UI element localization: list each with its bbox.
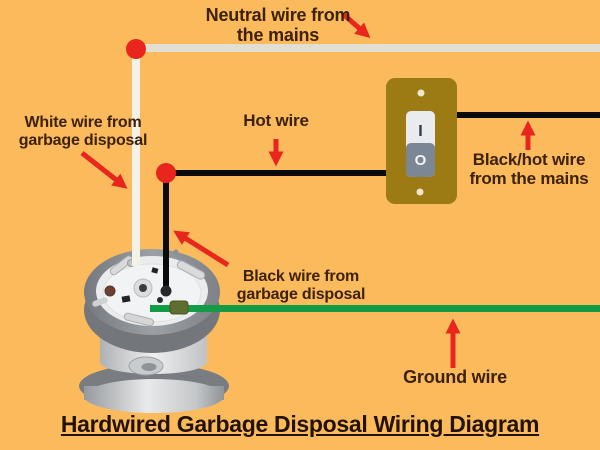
junction-dot-neutral [126, 39, 146, 59]
black-wire-entry-hole [160, 285, 172, 297]
hot-wire [163, 170, 388, 176]
disposal-base-bottom [84, 379, 224, 413]
annotation-arrows [80, 12, 536, 368]
switch-screw-bottom [416, 188, 424, 196]
black-hot-wire-from-mains [453, 112, 600, 118]
label-black-hot-wire: Black/hot wire from the mains [469, 150, 589, 189]
arrow-black-wire [173, 230, 230, 268]
garbage-disposal [79, 249, 229, 413]
switch-rocker-bottom [406, 143, 435, 177]
white-wire [132, 48, 140, 266]
label-ground-wire: Ground wire [403, 367, 507, 387]
label-black-wire: Black wire from garbage disposal [236, 268, 366, 304]
disposal-drain-hole [141, 363, 157, 371]
label-neutral-wire: Neutral wire from the mains [205, 5, 351, 46]
arrow-neutral [341, 12, 371, 38]
label-hot-wire: Hot wire [243, 111, 309, 130]
diagram-title: Hardwired Garbage Disposal Wiring Diagra… [60, 411, 540, 437]
junction-dot-hot [156, 163, 176, 183]
neutral-wire [136, 44, 600, 52]
label-white-wire: White wire from garbage disposal [18, 114, 148, 150]
black-wire-from-disposal [163, 170, 169, 292]
light-switch: I O [386, 78, 457, 204]
ground-wire [150, 305, 600, 312]
ground-screw-lug [169, 300, 189, 315]
switch-on-mark: I [418, 123, 422, 140]
arrow-white-wire [80, 151, 128, 189]
switch-off-mark: O [415, 152, 427, 169]
switch-screw-top [417, 89, 425, 97]
disposal-face-details [92, 249, 206, 327]
